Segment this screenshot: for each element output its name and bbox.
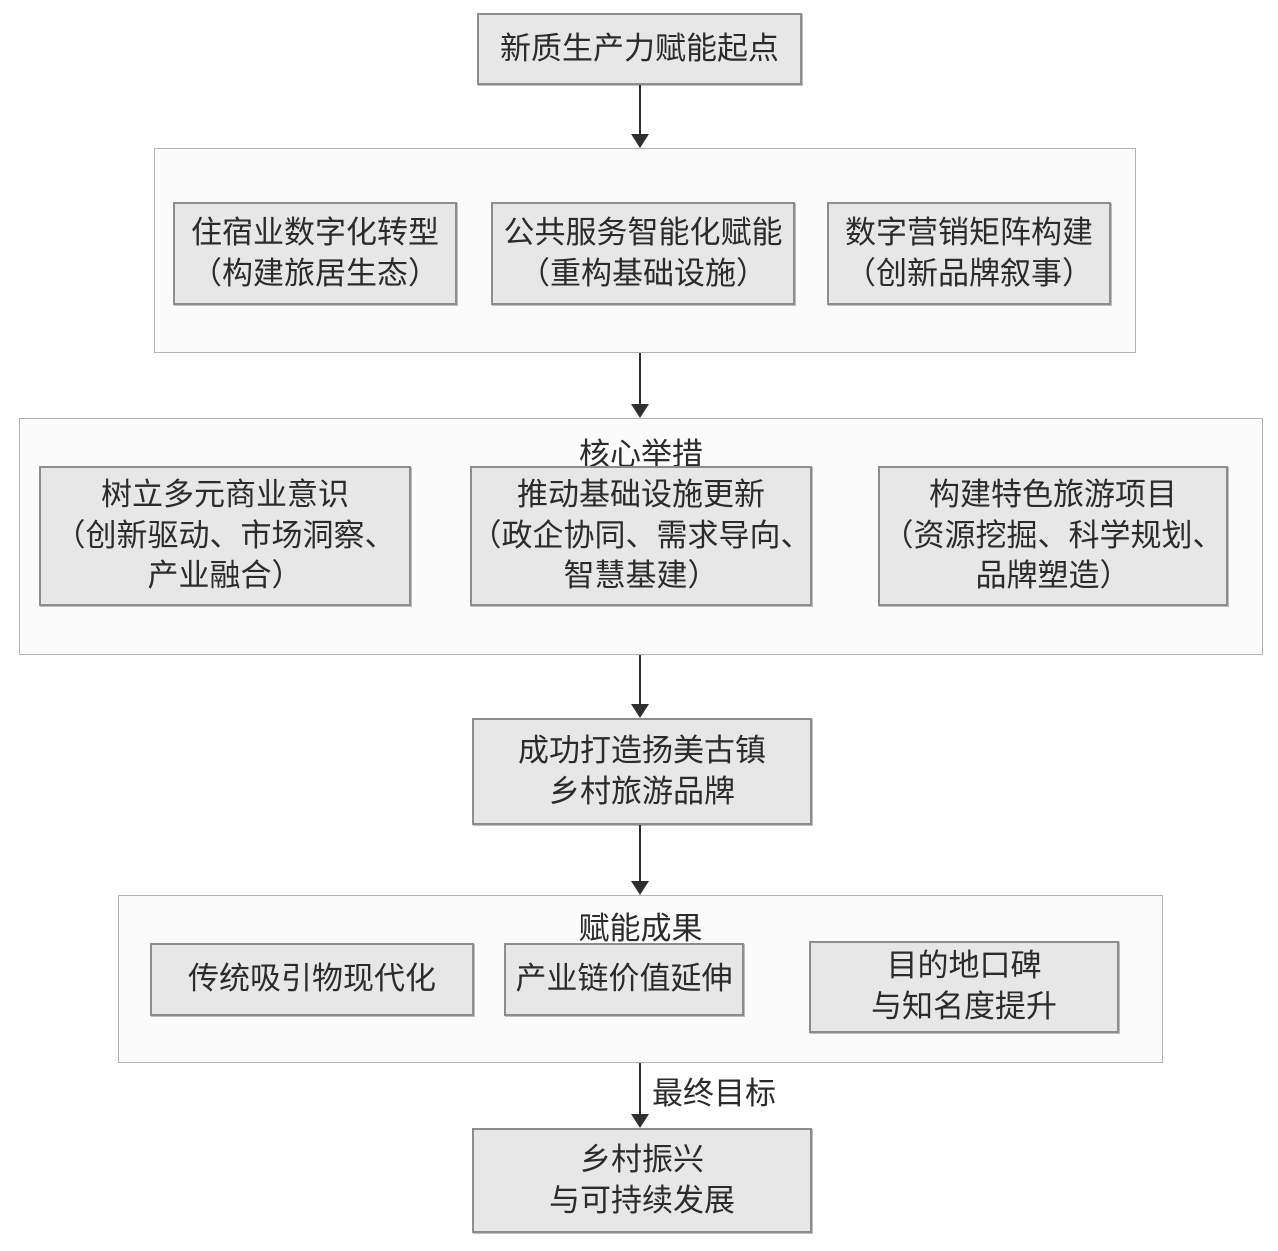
node-result-modernization: 传统吸引物现代化 [150,943,474,1016]
node-strategy-public-service: 公共服务智能化赋能 （重构基础设施） [491,202,795,305]
arrow-down-connector-2 [631,353,649,418]
node-label: 树立多元商业意识 [101,476,349,512]
node-measure-infrastructure-update: 推动基础设施更新 （政企协同、需求导向、 智慧基建） [470,466,812,606]
arrow-down-connector-1 [631,85,649,148]
node-label: 产业链价值延伸 [515,961,733,997]
group-results: 赋能成果 传统吸引物现代化 产业链价值延伸 目的地口碑 与知名度提升 [118,895,1163,1063]
arrow-down-connector-4 [631,825,649,895]
node-sublabel: （创新驱动、市场洞察、 [54,517,396,553]
node-sublabel: （重构基础设施） [519,255,767,291]
node-measure-tourism-projects: 构建特色旅游项目 （资源挖掘、科学规划、 品牌塑造） [878,466,1228,606]
node-result-value-chain: 产业链价值延伸 [504,943,744,1016]
arrow-down-connector-3 [631,655,649,718]
node-label: 公共服务智能化赋能 [503,214,783,250]
arrow-down-connector-5 [631,1063,649,1128]
node-label: 推动基础设施更新 [517,476,765,512]
node-label: 构建特色旅游项目 [929,476,1177,512]
node-final-goal: 乡村振兴 与可持续发展 [472,1128,812,1233]
node-sublabel: 与知名度提升 [871,989,1057,1024]
node-sublabel: 品牌塑造） [975,558,1131,594]
node-sublabel: 产业融合） [147,558,303,594]
node-sublabel: 乡村旅游品牌 [549,773,735,809]
node-label: 数字营销矩阵构建 [845,214,1093,250]
node-sublabel: 智慧基建） [563,558,719,594]
node-label: 成功打造扬美古镇 [518,732,766,768]
node-label: 乡村振兴 [580,1141,704,1177]
final-goal-edge-label: 最终目标 [652,1076,776,1111]
node-result-reputation: 目的地口碑 与知名度提升 [809,941,1119,1033]
group-core-measures: 核心举措 树立多元商业意识 （创新驱动、市场洞察、 产业融合） 推动基础设施更新… [19,418,1263,655]
node-sublabel: （构建旅居生态） [191,255,439,291]
node-label: 传统吸引物现代化 [188,961,436,997]
node-start-label: 新质生产力赋能起点 [500,30,779,66]
group-digital-strategies: 住宿业数字化转型 （构建旅居生态） 公共服务智能化赋能 （重构基础设施） 数字营… [154,148,1136,353]
node-sublabel: （资源挖掘、科学规划、 [882,517,1224,553]
node-strategy-digital-marketing: 数字营销矩阵构建 （创新品牌叙事） [827,202,1111,305]
group-results-title: 赋能成果 [578,911,703,946]
node-brand-success: 成功打造扬美古镇 乡村旅游品牌 [472,718,812,825]
node-strategy-accommodation: 住宿业数字化转型 （构建旅居生态） [173,202,457,305]
node-sublabel: （创新品牌叙事） [845,255,1093,291]
node-label: 目的地口碑 [886,948,1042,984]
node-sublabel: 与可持续发展 [549,1182,735,1218]
node-measure-business-awareness: 树立多元商业意识 （创新驱动、市场洞察、 产业融合） [39,466,411,606]
node-sublabel: （政企协同、需求导向、 [470,517,812,553]
node-label: 住宿业数字化转型 [191,214,439,250]
node-start: 新质生产力赋能起点 [477,13,802,85]
